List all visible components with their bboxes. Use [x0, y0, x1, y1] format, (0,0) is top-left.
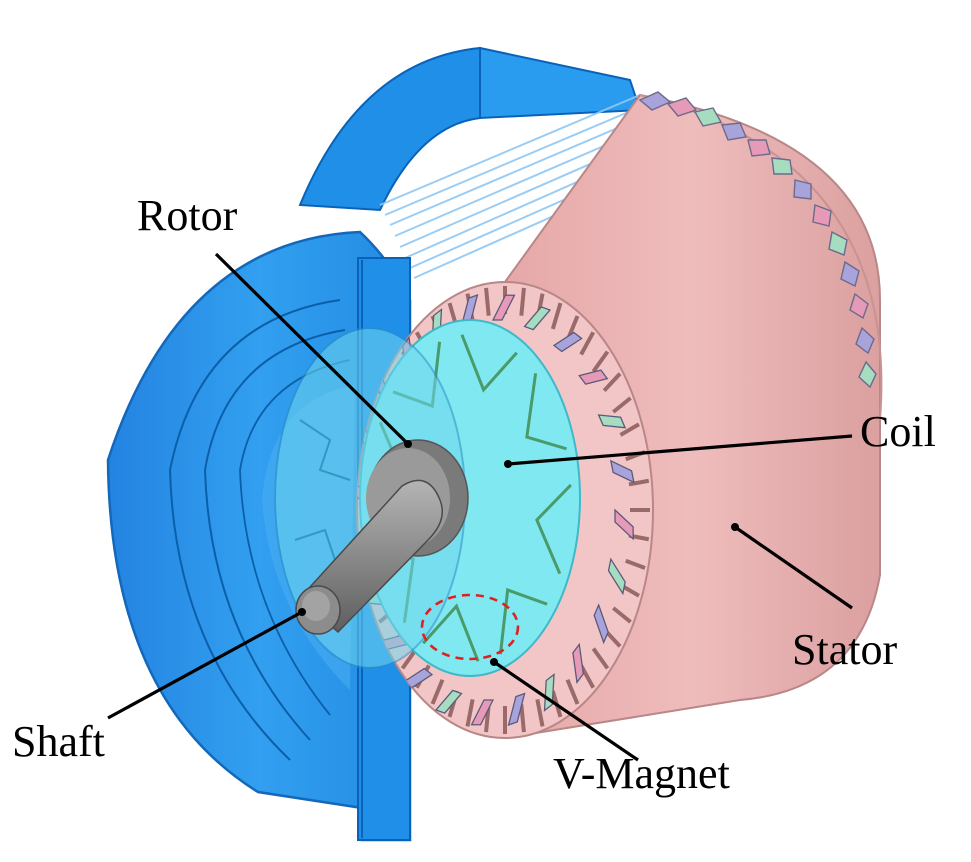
coil-end-turn [578, 369, 609, 385]
leader-magnet [493, 660, 639, 762]
stator-slot [535, 698, 545, 727]
leader-rotor [214, 252, 410, 446]
stator-slot [519, 704, 526, 733]
shaft [295, 439, 469, 635]
coil-end-turn [593, 603, 609, 645]
stator-slot [565, 678, 580, 705]
v-magnet [535, 483, 572, 575]
stator-slot [625, 558, 646, 570]
coil-end-turn [552, 331, 583, 353]
label-shaft: Shaft [12, 717, 105, 766]
label-coil: Coil [860, 407, 936, 456]
leader-coil [507, 434, 853, 466]
coil-end-turn [491, 294, 516, 321]
coil-end-turn [470, 699, 495, 726]
coil-end-turn [572, 642, 585, 684]
magnet-highlight-ring [420, 593, 520, 661]
coil-end-turn [523, 306, 552, 331]
coil-end-turn [614, 508, 634, 541]
stator-slot [591, 350, 610, 373]
v-magnet [498, 587, 548, 655]
v-magnet [525, 373, 567, 451]
coil-end-turn [543, 673, 555, 712]
coil-end-turn [507, 692, 526, 726]
stator-slot [611, 606, 632, 624]
label-stator: Stator [792, 625, 897, 674]
leader-lines [107, 252, 853, 762]
label-rotor: Rotor [137, 191, 238, 240]
coil-end-turn [434, 689, 463, 714]
coil-end-turn [597, 414, 627, 429]
stator-slot [611, 396, 632, 414]
stator-slot [550, 302, 563, 330]
stator-slot [591, 647, 610, 670]
leader-shaft [107, 610, 303, 720]
stator-slot [602, 372, 622, 393]
stator-slot [619, 422, 640, 437]
v-magnet [460, 334, 518, 393]
coil-end-turn [607, 557, 626, 596]
coil-end-turn [609, 459, 635, 484]
v-magnet [422, 603, 480, 662]
back-coils [638, 91, 877, 389]
stator-slot [484, 287, 491, 316]
stator-slot [430, 678, 445, 705]
leader-stator [734, 525, 853, 610]
stator-slot [519, 287, 526, 316]
stator-slot [579, 331, 596, 356]
stator-slot [465, 698, 475, 727]
housing-back-top [479, 46, 642, 120]
stator-slot [628, 478, 650, 487]
label-magnet: V-Magnet [553, 749, 730, 798]
